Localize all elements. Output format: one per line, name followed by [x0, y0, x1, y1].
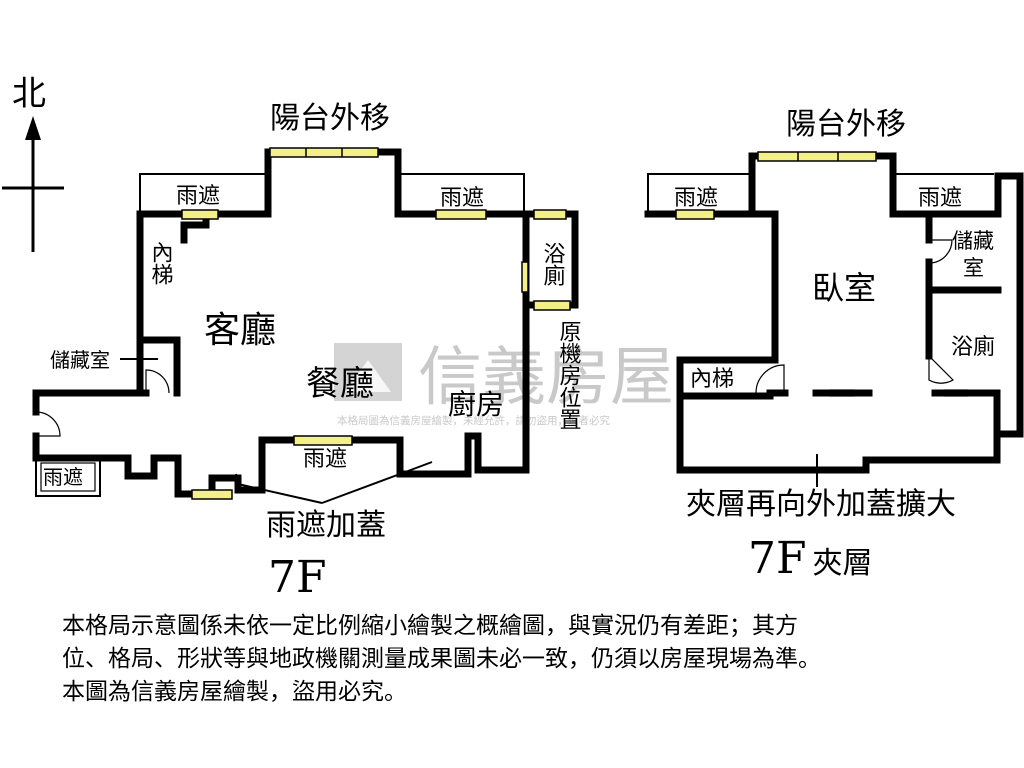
- mezz-canopy-label: 雨遮: [918, 186, 962, 211]
- mezz-canopy-label: 雨遮: [674, 186, 718, 211]
- 7f-canopy-label: 雨遮: [176, 184, 220, 209]
- mezz-bedroom-label: 臥室: [812, 269, 876, 307]
- mezz-balcony-shift-label: 陽台外移: [786, 107, 906, 142]
- window: [269, 147, 379, 158]
- watermark-brand: 信義房屋: [418, 341, 674, 415]
- 7f-living-room-label: 客廳: [204, 310, 276, 351]
- window: [435, 209, 487, 220]
- window: [181, 209, 219, 220]
- compass-north-label: 北: [12, 74, 46, 114]
- watermark: 信義房屋 本格局圖為信義房屋繪製，未經允許，請勿盜用，違者必究: [334, 341, 674, 427]
- 7f-dining-room-label: 餐廳: [306, 364, 374, 404]
- 7f-canopy-label: 雨遮: [303, 447, 347, 472]
- 7f-canopy-label: 雨遮: [43, 465, 83, 489]
- mezz-expand-note: 夾層再向外加蓋擴大: [686, 487, 956, 522]
- window: [533, 209, 567, 220]
- north-arrow-icon: [25, 116, 41, 140]
- window: [533, 300, 571, 311]
- mezz-storage-label: 儲藏室: [952, 229, 994, 280]
- mezz-inner-stair-label: 內梯: [690, 367, 734, 392]
- window: [293, 435, 353, 446]
- window: [191, 489, 233, 500]
- 7f-storage-label: 儲藏室: [50, 348, 110, 372]
- plan-7f: 陽台外移 雨遮 雨遮 雨遮 雨遮 內梯 客廳 餐廳 廚房 浴廁 儲藏室 原機房位…: [32, 101, 582, 603]
- 7f-canopy-label: 雨遮: [440, 186, 484, 211]
- mezz-bath-label: 浴廁: [951, 335, 995, 360]
- 7f-inner-stair-label: 內梯: [148, 241, 174, 285]
- 7f-balcony-shift-label: 陽台外移: [270, 101, 390, 136]
- 7f-bath-label: 浴廁: [540, 242, 566, 286]
- disclaimer: 本格局示意圖係未依一定比例縮小繪製之概繪圖，與實況仍有差距；其方 位、格局、形狀…: [62, 610, 962, 709]
- watermark-notice: 本格局圖為信義房屋繪製，未經允許，請勿盜用，違者必究: [337, 414, 610, 427]
- window: [757, 151, 877, 162]
- compass: 北: [2, 74, 64, 252]
- window: [675, 209, 715, 220]
- 7f-floor-label: 7F: [268, 552, 327, 603]
- disclaimer-line: 位、格局、形狀等與地政機關測量成果圖未必一致，仍須以房屋現場為準。: [62, 646, 821, 672]
- 7f-canopy-add-roof-label: 雨遮加蓋: [266, 508, 386, 543]
- disclaimer-line: 本圖為信義房屋繪製，盜用必究。: [62, 679, 407, 705]
- disclaimer-line: 本格局示意圖係未依一定比例縮小繪製之概繪圖，與實況仍有差距；其方: [62, 613, 798, 639]
- 7f-kitchen-label: 廚房: [448, 388, 504, 421]
- 7f-orig-machine-room-label: 原機房位置: [556, 320, 582, 430]
